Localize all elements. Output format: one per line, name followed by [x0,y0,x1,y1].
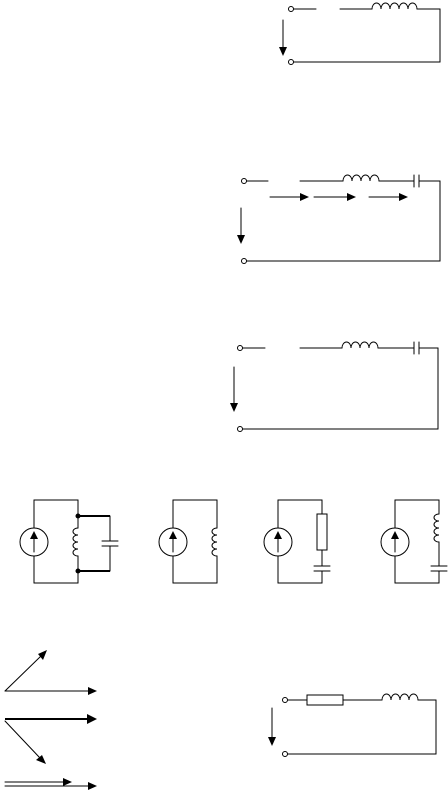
current-source [380,527,410,557]
series-lc-circuit-with-current-arrows [237,174,441,264]
capacitor [101,540,119,547]
phasor [5,714,97,724]
terminal [237,345,243,351]
resistor [316,513,328,551]
source-inductor [158,499,218,584]
node [75,513,81,519]
current-source [263,527,293,557]
current-source [19,527,49,557]
series-inductor-circuit [279,2,441,65]
inductor [371,2,418,10]
terminal [241,258,247,264]
capacitor [313,565,331,572]
voltage-arrow [237,207,245,244]
phasor [4,778,72,786]
source-inductor-capacitor [380,499,448,584]
terminal [282,697,288,703]
current-arrow [313,193,356,201]
capacitor [413,341,420,355]
voltage-arrow [279,19,287,56]
inductor [342,174,380,182]
phasor-diagrams [4,650,97,790]
capacitor [430,565,448,572]
source-parallel-lc [19,499,119,584]
current-source [158,527,188,557]
phasor [4,720,46,764]
current-arrow [368,193,408,201]
capacitor [413,174,420,188]
terminal [241,178,247,184]
node [75,568,81,574]
terminal [288,6,294,12]
resistor [306,694,344,706]
inductor [211,527,218,557]
inductor [341,341,379,349]
terminal [288,59,294,65]
voltage-arrow [230,366,238,412]
voltage-arrow [268,707,276,746]
source-resistor-capacitor [263,499,331,584]
phasor [4,650,47,692]
phasor [4,782,97,790]
current-arrow [269,193,309,201]
inductor [381,693,419,701]
phasor [4,687,97,695]
inductor [433,513,440,543]
series-lc-circuit [230,341,439,432]
terminal [237,426,243,432]
terminal [282,751,288,757]
inductor [72,527,79,557]
series-rl-circuit [268,693,437,757]
